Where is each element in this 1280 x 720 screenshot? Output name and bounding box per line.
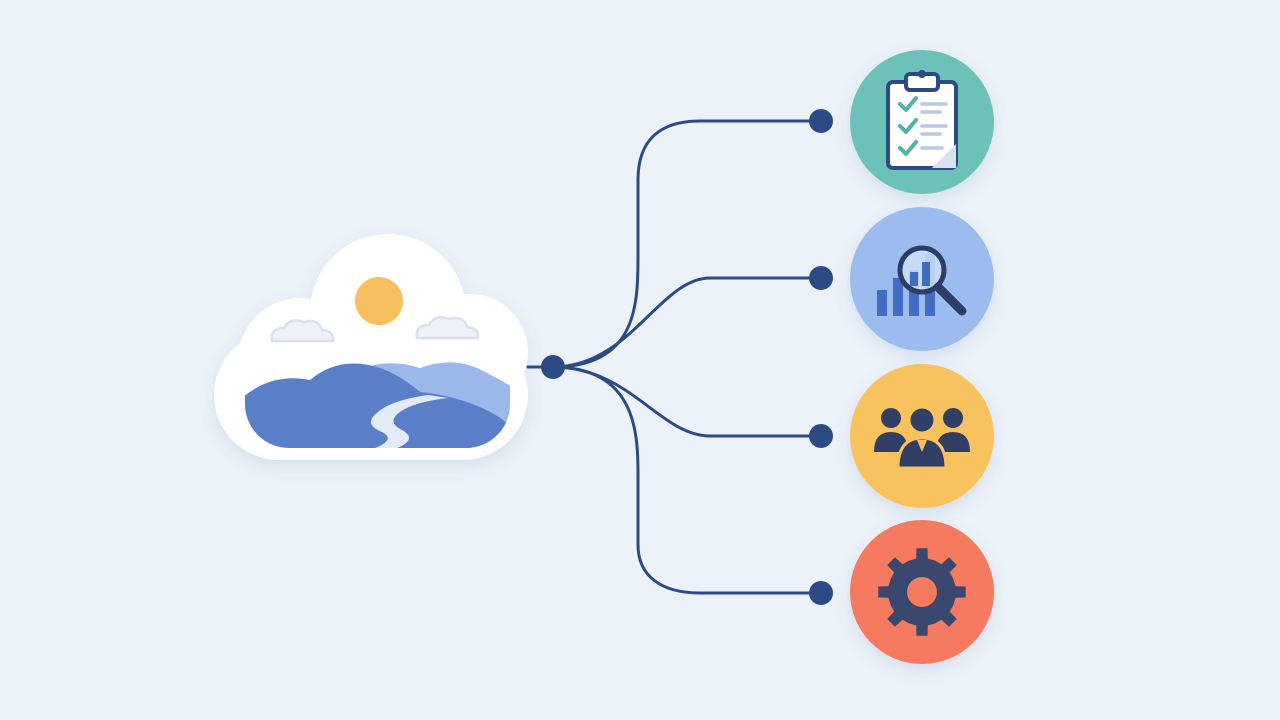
connector-lines	[526, 119, 822, 595]
endpoint-dot-settings	[809, 581, 833, 605]
connector-checklist	[551, 119, 822, 369]
gear-shape	[878, 548, 966, 636]
branch-checklist	[850, 50, 994, 194]
team-circle	[850, 364, 994, 508]
clipboard-checklist-icon	[886, 70, 958, 170]
hub-junction-dot	[541, 355, 565, 379]
connector-dots	[541, 109, 833, 605]
team-people-icon	[874, 405, 970, 470]
connector-team	[551, 365, 822, 438]
endpoint-dot-team	[809, 424, 833, 448]
branch-analytics	[850, 207, 994, 351]
branch-settings	[850, 520, 994, 664]
endpoint-dot-analytics	[809, 266, 833, 290]
endpoint-dot-checklist	[809, 109, 833, 133]
connector-settings	[551, 365, 822, 595]
landscape-group	[245, 362, 510, 448]
mini-cloud-right	[415, 316, 480, 340]
gear-icon	[878, 548, 966, 636]
magnifier-chart-icon	[877, 245, 967, 316]
connector-analytics	[551, 276, 822, 369]
cloud-landscape-icon	[214, 234, 528, 460]
settings-circle	[850, 520, 994, 664]
mini-cloud-left	[270, 319, 335, 343]
branch-team	[850, 364, 994, 508]
sun-icon	[355, 277, 403, 325]
